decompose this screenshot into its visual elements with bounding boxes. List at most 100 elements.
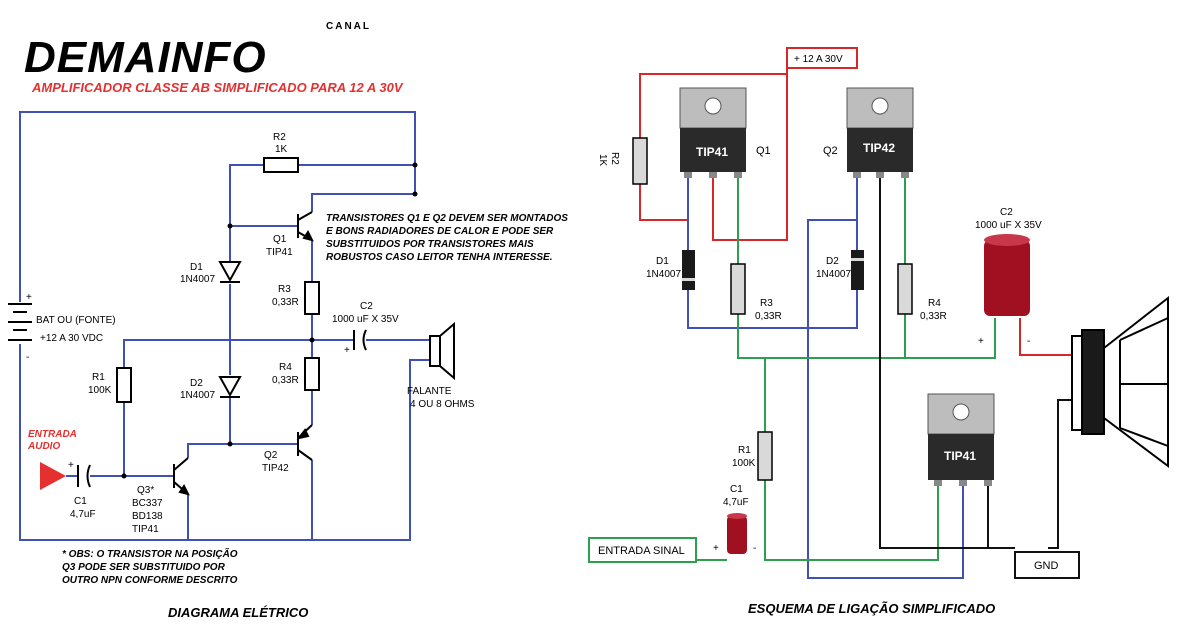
c2-capacitor (353, 329, 367, 351)
c1-capacitor (77, 464, 91, 488)
d2-diode (218, 376, 242, 398)
input-label-2: AUDIO (27, 441, 60, 452)
q1-part: TIP41 (266, 247, 293, 258)
gnd-box (1014, 551, 1080, 579)
r2-value: 1K (275, 144, 288, 155)
d1-physical (682, 250, 695, 290)
q1-package-name: Q1 (756, 145, 771, 157)
c2-physical-name: C2 (1000, 207, 1013, 218)
wire-r2-left (229, 164, 264, 262)
gnd-label: GND (1034, 560, 1059, 572)
rail-top (19, 111, 416, 302)
r1-value: 100K (88, 385, 112, 396)
logo: DEMAINFO CANAL (24, 21, 369, 82)
r4-name: R4 (279, 362, 292, 373)
r4-physical-name: R4 (928, 298, 941, 309)
q2-package-name: Q2 (823, 145, 838, 157)
d1-part: 1N4007 (180, 274, 215, 285)
r1-name: R1 (92, 372, 105, 383)
d2-part: 1N4007 (180, 390, 215, 401)
black-wires (879, 176, 1080, 549)
q1-name: Q1 (273, 234, 287, 245)
c2-physical-minus: - (1027, 336, 1030, 347)
supply-label: + 12 A 30V (794, 54, 843, 65)
speaker-label-1: FALANTE (407, 386, 452, 397)
d1-physical-part: 1N4007 (646, 269, 681, 280)
battery-label-2: +12 A 30 VDC (40, 333, 103, 344)
d1-name: D1 (190, 262, 203, 273)
wiring-caption: ESQUEMA DE LIGAÇÃO SIMPLIFICADO (748, 601, 995, 616)
q1-package-label: TIP41 (696, 145, 728, 159)
c1-physical-minus: - (753, 543, 756, 554)
c1-physical-plus: + (713, 543, 719, 554)
d1-band (682, 278, 695, 281)
d2-band (851, 258, 864, 261)
d2-physical-name: D2 (826, 256, 839, 267)
wire-r1-top (123, 339, 312, 368)
r1-physical-name: R1 (738, 445, 751, 456)
r2-physical-name: R2 (609, 152, 620, 165)
q3-part-2: BD138 (132, 511, 163, 522)
battery-minus: - (26, 352, 29, 363)
note-q3-2: Q3 PODE SER SUBSTITUIDO POR (62, 562, 226, 573)
input-signal-box (588, 537, 697, 563)
r3-physical-name: R3 (760, 298, 773, 309)
blue-wires (687, 176, 964, 579)
q3-package (927, 393, 995, 486)
d2-physical (851, 250, 864, 290)
note-transistors-2: E BONS RADIADORES DE CALOR E PODE SER (326, 226, 554, 237)
r3-physical-value: 0,33R (755, 311, 782, 322)
c1-physical (727, 513, 747, 554)
c1-plus: + (68, 460, 74, 471)
q2-package-label: TIP42 (863, 141, 895, 155)
q2-part: TIP42 (262, 463, 289, 474)
q2-transistor (296, 424, 313, 461)
c1-name: C1 (74, 496, 87, 507)
subtitle: AMPLIFICADOR CLASSE AB SIMPLIFICADO PARA… (31, 80, 404, 95)
r4-value: 0,33R (272, 375, 299, 386)
speaker-label-2: 4 OU 8 OHMS (410, 399, 475, 410)
note-transistors-4: ROBUSTOS CASO LEITOR TENHA INTERESSE. (326, 252, 553, 263)
logo-text: DEMAINFO (24, 33, 267, 82)
schematic-caption: DIAGRAMA ELÉTRICO (168, 605, 308, 620)
q3-part-3: TIP41 (132, 524, 159, 535)
d1-diode (218, 261, 242, 283)
speaker-physical (1071, 295, 1169, 468)
battery-symbol (8, 303, 32, 341)
q1-transistor (297, 211, 314, 242)
r3-name: R3 (278, 284, 291, 295)
q3-transistor (173, 457, 190, 496)
wire-q1-collector (311, 193, 415, 212)
c2-value: 1000 uF X 35V (332, 314, 399, 325)
junction-dots (227, 162, 418, 447)
c2-name: C2 (360, 301, 373, 312)
r2-resistor (263, 157, 299, 173)
battery-plus: + (26, 292, 32, 303)
rail-bottom (19, 344, 313, 541)
r2-physical-labels: R2 1K (597, 152, 620, 167)
c1-value: 4,7uF (70, 509, 96, 520)
c2-physical-value: 1000 uF X 35V (975, 220, 1042, 231)
c2-physical (984, 234, 1030, 316)
d1-physical-name: D1 (656, 256, 669, 267)
r2-physical (632, 137, 648, 185)
note-transistors-1: TRANSISTORES Q1 E Q2 DEVEM SER MONTADOS (326, 213, 568, 224)
q3-name: Q3* (137, 485, 154, 496)
schematic (19, 111, 430, 541)
c1-physical-value: 4,7uF (723, 497, 749, 508)
red-wires (639, 68, 1078, 356)
note-q3-1: * OBS: O TRANSISTOR NA POSIÇÃO (62, 547, 238, 560)
q1-package (679, 87, 747, 178)
junction-c1-r1 (121, 473, 127, 479)
d2-name: D2 (190, 378, 203, 389)
r1-resistor (116, 367, 132, 403)
q2-package (846, 87, 914, 178)
d2-physical-part: 1N4007 (816, 269, 851, 280)
r4-physical (897, 263, 913, 315)
wire-spk-gnd (312, 359, 430, 541)
supply-box (786, 47, 858, 69)
input-signal-label: ENTRADA SINAL (598, 545, 685, 557)
r2-physical-value: 1K (597, 154, 608, 167)
q3-package-label: TIP41 (944, 449, 976, 463)
